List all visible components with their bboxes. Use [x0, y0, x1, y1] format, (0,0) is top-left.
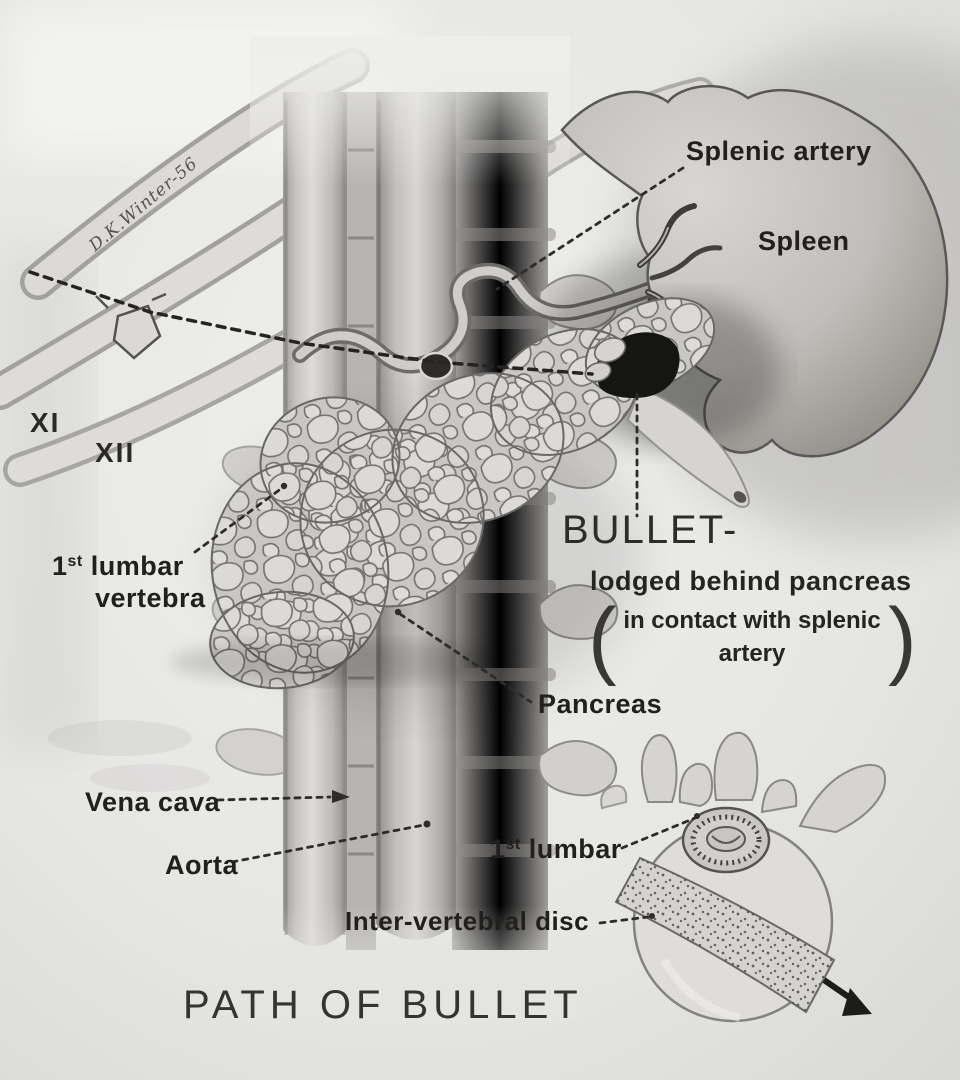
- figure-title: PATH OF BULLET: [183, 983, 583, 1027]
- label-rib-xii: XII: [95, 437, 135, 468]
- bullet-marker: [584, 332, 680, 398]
- top-fade: [250, 36, 570, 186]
- label-bullet-note1: in contact with splenic: [623, 607, 880, 634]
- label-spleen: Spleen: [758, 226, 850, 256]
- leader-splenic-artery: [495, 166, 685, 291]
- leader-first-lumbar: [620, 816, 697, 850]
- label-splenic-artery: Splenic artery: [686, 136, 872, 166]
- leader-pancreas: [398, 612, 533, 704]
- leader-arrowhead: [332, 790, 350, 803]
- bottom-fade: [250, 905, 580, 1020]
- label-first-lumbar: 1st lumbar: [490, 834, 622, 864]
- label-rib-xi: XI: [30, 407, 60, 438]
- rib-tip-illustration: [626, 386, 750, 508]
- paren-close-glyph: ): [888, 591, 917, 687]
- faint-process: [90, 764, 210, 792]
- leader-lumbar-vertebra: [193, 486, 284, 554]
- label-first-lumbar-vertebra-line2: vertebra: [95, 583, 206, 613]
- rib-fracture-fragment: [112, 304, 162, 360]
- label-bullet-note2: artery: [719, 640, 786, 667]
- paren-open-glyph: (: [588, 591, 617, 687]
- leader-lines: [193, 166, 700, 925]
- faint-process: [48, 720, 192, 756]
- bullet-path-dashed-line: [28, 270, 594, 376]
- bullet-annotation: BULLET- lodged behind pancreas ( in cont…: [562, 508, 917, 687]
- leader-vena-cava: [216, 795, 332, 802]
- bullet-direction-arrow-icon: [822, 977, 872, 1016]
- label-bullet-heading: BULLET-: [562, 508, 738, 552]
- rib-fracture-marks: [95, 292, 167, 309]
- label-pancreas: Pancreas: [538, 689, 662, 719]
- label-aorta: Aorta: [165, 850, 238, 880]
- label-bullet-desc: lodged behind pancreas: [590, 566, 912, 596]
- label-first-lumbar-vertebra: 1st lumbar: [52, 551, 184, 581]
- photo-shade-left: [0, 250, 90, 750]
- vertebra-cross-section-illustration: [600, 731, 886, 1023]
- leader-aorta: [230, 823, 426, 864]
- leader-disc: [598, 915, 650, 925]
- spinal-canal: [681, 806, 771, 874]
- label-intervertebral-disc: Inter-vertebral disc: [345, 906, 589, 936]
- bullet-hole-in-pancreas: [418, 351, 454, 381]
- label-vena-cava: Vena cava: [85, 787, 221, 817]
- disc-groove-band: [614, 856, 836, 1014]
- rib-tip-opening: [733, 491, 747, 503]
